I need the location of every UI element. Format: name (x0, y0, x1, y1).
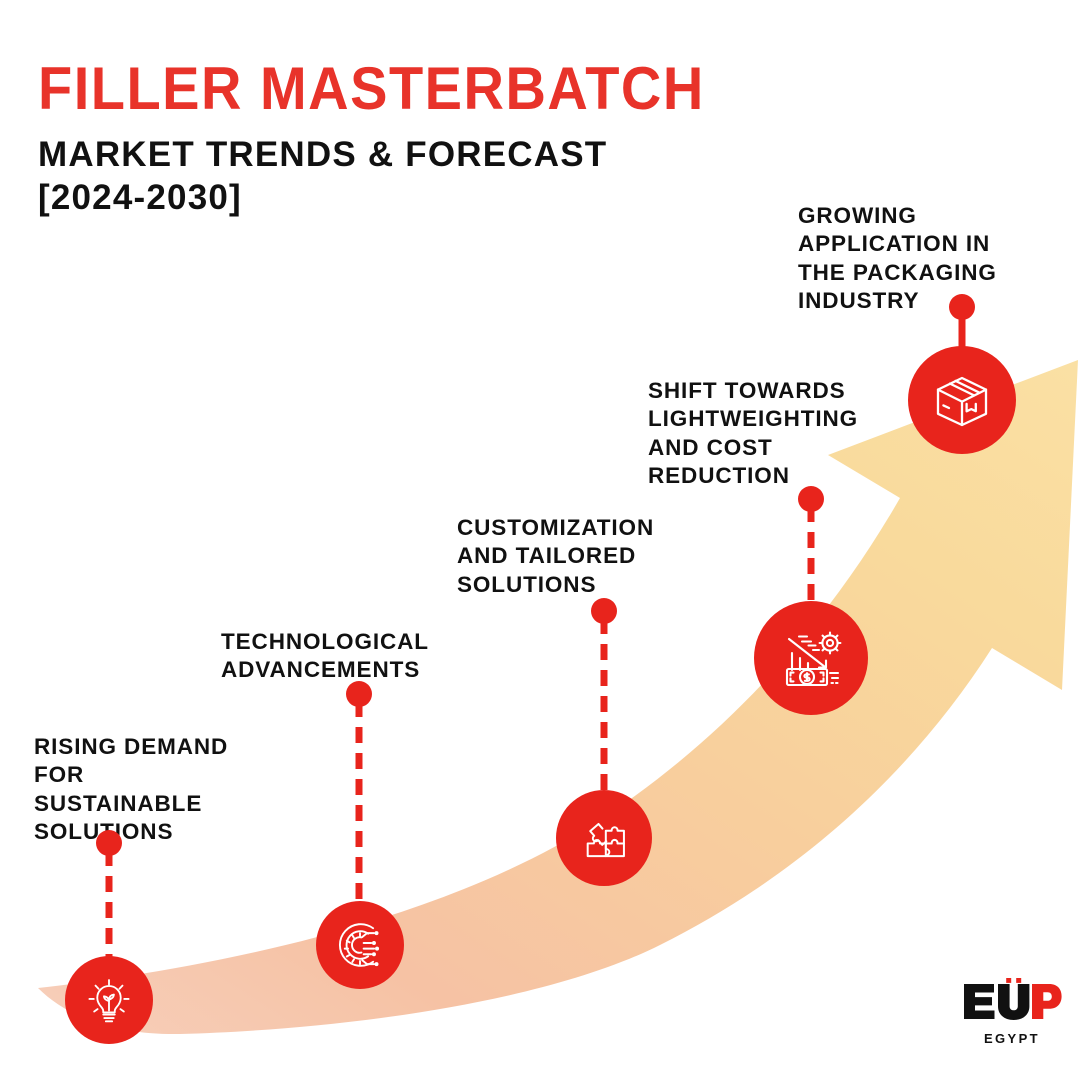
title-block: FILLER MASTERBATCH MARKET TRENDS & FOREC… (38, 53, 858, 219)
page-title: FILLER MASTERBATCH (38, 53, 705, 122)
gear-circuit-icon (331, 916, 389, 974)
trend-label-customization: CUSTOMIZATION AND TAILORED SOLUTIONS (457, 515, 655, 597)
connector-stem (807, 506, 815, 630)
trend-icon-circle-lightweighting[interactable] (754, 601, 868, 715)
trend-icon-circle-technological[interactable] (316, 901, 404, 989)
trend-label-lightweighting: SHIFT TOWARDS LIGHTWEIGHTING AND COST RE… (648, 378, 859, 489)
logo-country-label: EGYPT (983, 1031, 1041, 1046)
trend-icon-circle-customization[interactable] (556, 790, 652, 886)
trend-icon-circle-packaging[interactable] (908, 346, 1016, 454)
puzzle-pieces-icon (575, 809, 633, 867)
connector-stem (355, 701, 363, 919)
trend-label-technological: TECHNOLOGICAL ADVANCEMENTS (221, 629, 429, 683)
lightbulb-leaf-icon (81, 972, 137, 1028)
package-box-icon (928, 366, 996, 434)
trend-label-rising-demand: RISING DEMAND FOR SUSTAINABLE SOLUTIONS (34, 734, 229, 844)
trend-label-packaging: GROWING APPLICATION IN THE PACKAGING IND… (798, 203, 997, 314)
cost-reduction-chart-icon (775, 622, 847, 694)
page-year-range: [2024-2030] (38, 177, 242, 217)
connector-stem (105, 850, 113, 982)
page-subtitle: MARKET TRENDS & FORECAST (38, 135, 608, 174)
logo-mark (962, 977, 1062, 1030)
brand-logo: EGYPT (962, 977, 1062, 1048)
logo-eup-icon (964, 977, 1062, 1020)
connector-stem (958, 314, 966, 366)
trend-icon-circle-rising-demand[interactable] (65, 956, 153, 1044)
connector-stem (600, 618, 608, 812)
